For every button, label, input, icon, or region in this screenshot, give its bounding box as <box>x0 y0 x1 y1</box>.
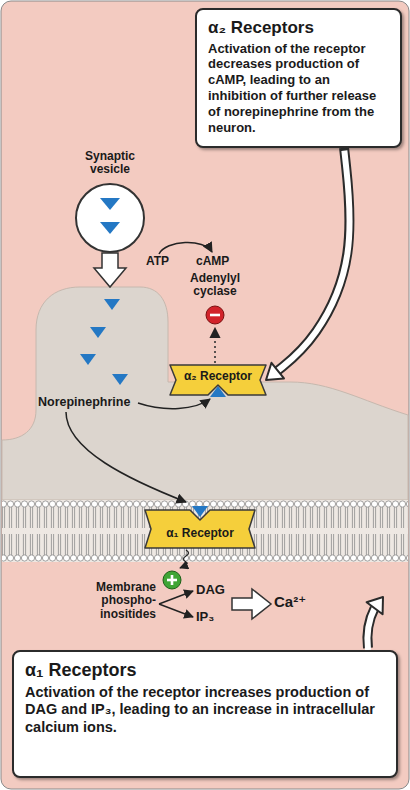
product-arrow <box>159 591 193 604</box>
callout-body: Activation of the receptor decreases pro… <box>208 41 389 136</box>
plus-sign <box>171 575 174 585</box>
norepinephrine-molecule <box>90 327 106 338</box>
substrate-label: Membrane phospho-inositides <box>58 581 156 621</box>
activation-squiggle <box>180 550 189 568</box>
product-arrow <box>159 604 193 617</box>
callout-heading: α₂ Receptors <box>208 18 389 38</box>
synaptic-cleft <box>2 287 408 500</box>
minus-sign <box>210 314 220 317</box>
norepinephrine-molecule <box>100 222 120 234</box>
connector-arrowhead <box>266 363 284 380</box>
enzyme-label: Adenylyl cyclase <box>178 272 252 299</box>
stimulation-symbol <box>163 571 181 589</box>
norepinephrine-molecule <box>112 374 128 385</box>
inhibition-symbol <box>206 306 224 324</box>
conversion-arrow <box>159 242 212 254</box>
phospholipid-layer <box>2 500 408 562</box>
second-messenger-label: IP₃ <box>196 610 214 625</box>
callout-box: α₁ ReceptorsActivation of the receptor i… <box>12 650 398 778</box>
callout-box: α₂ ReceptorsActivation of the receptor d… <box>195 8 402 148</box>
connector-body <box>276 151 350 372</box>
norepinephrine-molecule <box>104 299 120 310</box>
molecule-label: ATP <box>146 255 169 268</box>
callout-body: Activation of the receptor increases pro… <box>25 684 385 737</box>
receptor-body <box>145 510 255 548</box>
vesicle-outline <box>74 182 146 254</box>
ion-label: Ca²⁺ <box>274 594 306 611</box>
receptor-shape: α₁ Receptor <box>145 510 255 548</box>
norepinephrine-molecule <box>100 198 120 210</box>
calcium-arrow <box>232 589 271 619</box>
callout-connector <box>266 148 350 380</box>
binding-arrow <box>138 399 210 409</box>
receptor-shape: α₂ Receptor <box>170 365 266 395</box>
receptor-body <box>170 365 266 395</box>
molecule-label: cAMP <box>196 255 229 268</box>
second-messenger-label: DAG <box>196 583 225 598</box>
norepinephrine-molecule <box>80 354 96 365</box>
connector-outline <box>276 148 349 372</box>
receptor-label: α₂ Receptor <box>184 369 252 383</box>
vesicle-label: Synaptic vesicle <box>70 150 150 176</box>
binding-arrow <box>66 412 186 502</box>
neurotransmitter-label: Norepinephrine <box>38 395 130 409</box>
release-arrow <box>94 253 126 287</box>
membrane-bilayer <box>2 500 408 562</box>
callout-pointer-head <box>367 597 383 614</box>
synaptic-vesicle: Synaptic vesicle <box>70 150 150 254</box>
receptor-label: α₁ Receptor <box>166 526 234 540</box>
vesicle-membrane <box>76 184 144 252</box>
inhibition-dotted-arrow <box>214 328 216 363</box>
callout-heading: α₁ Receptors <box>25 660 385 681</box>
callout-pointer <box>367 608 374 650</box>
